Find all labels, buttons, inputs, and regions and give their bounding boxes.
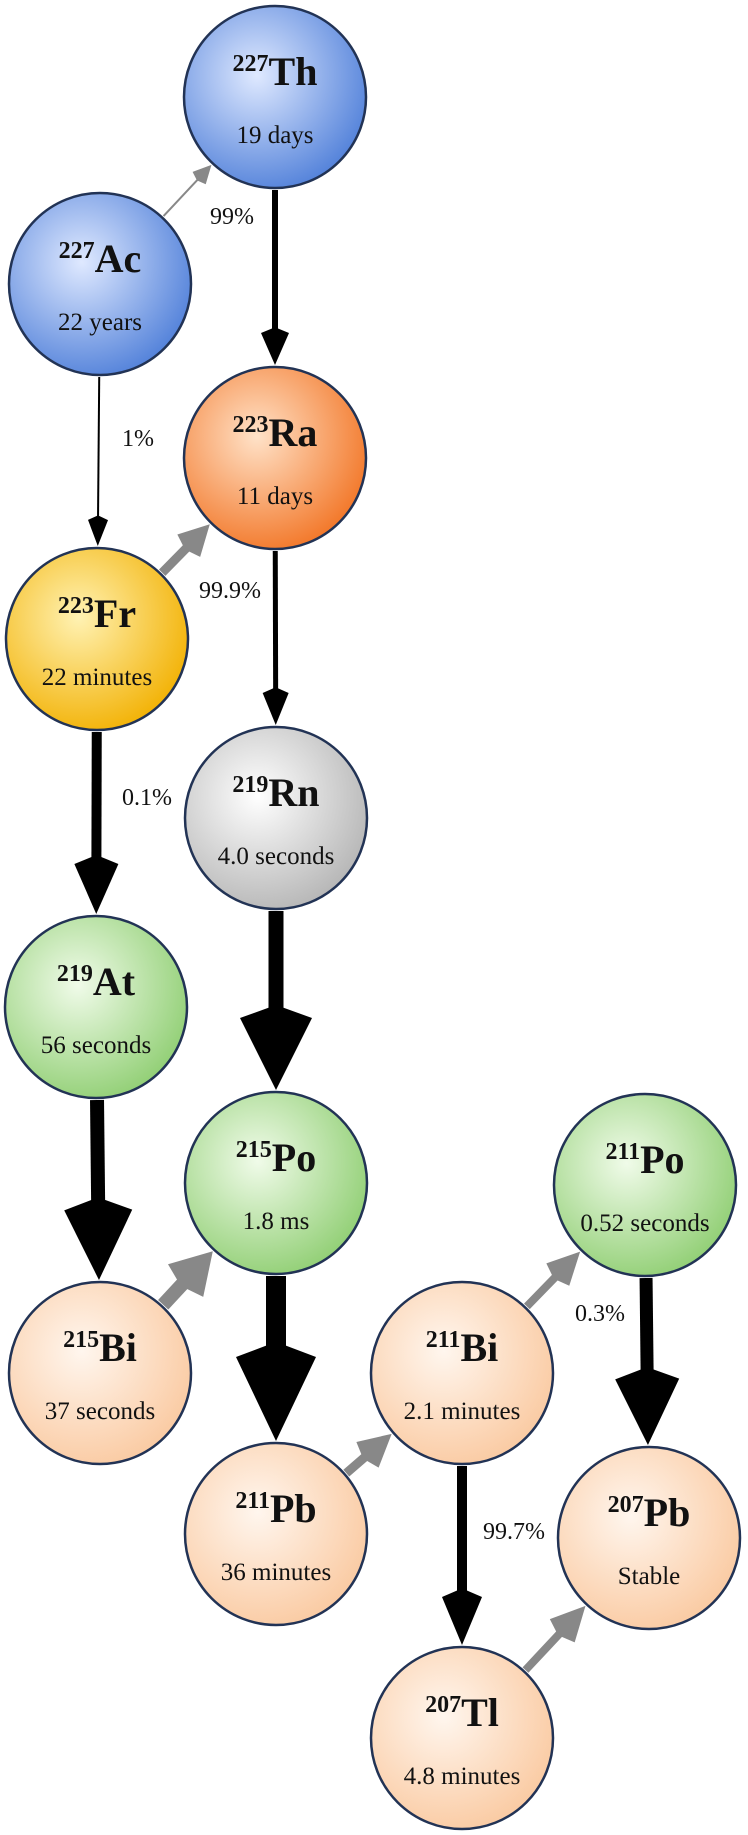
nuclide-symbol: 223Ra [233, 410, 318, 455]
nuclide-symbol: 211Pb [235, 1486, 316, 1531]
nuclide-bi215: 215Bi 37 seconds [7, 1280, 193, 1466]
decay-arrow-ac227-th227 [162, 164, 212, 217]
nuclide-fr223: 223Fr 22 minutes [4, 546, 190, 732]
half-life-label: 0.52 seconds [580, 1210, 709, 1237]
decay-arrow-bi211-tl207 [442, 1466, 482, 1645]
nuclide-symbol: 211Po [605, 1137, 684, 1182]
half-life-label: 22 years [58, 309, 142, 336]
nuclide-circle [182, 4, 368, 190]
nuclide-circle [369, 1280, 555, 1466]
nuclide-bi211: 211Bi 2.1 minutes [369, 1280, 555, 1466]
nuclide-tl207: 207Tl 4.8 minutes [369, 1645, 555, 1831]
half-life-label: 22 minutes [42, 664, 152, 691]
nuclide-rn219: 219Rn 4.0 seconds [183, 725, 369, 911]
nuclide-ac227: 227Ac 22 years [7, 191, 193, 377]
half-life-label: 37 seconds [45, 1398, 155, 1425]
nuclide-at219: 219At 56 seconds [3, 914, 189, 1100]
nuclide-circle [3, 914, 189, 1100]
nuclide-symbol: 227Th [233, 49, 318, 94]
branching-ratio-fr223-ra223: 99.9% [199, 578, 261, 604]
nuclide-symbol: 215Bi [63, 1325, 137, 1370]
decay-arrow-th227-ra223 [261, 190, 289, 365]
half-life-label: 56 seconds [41, 1032, 151, 1059]
decay-arrow-fr223-ra223 [159, 524, 210, 576]
nuclide-symbol: 207Pb [608, 1490, 691, 1535]
nuclide-circle [4, 546, 190, 732]
nuclide-th227: 227Th 19 days [182, 4, 368, 190]
decay-arrows [64, 164, 680, 1673]
nuclide-symbol: 219Rn [232, 770, 319, 815]
branching-ratio-fr223-at219: 0.1% [122, 785, 172, 811]
decay-arrow-pb211-bi211 [343, 1433, 392, 1477]
nuclide-ra223: 223Ra 11 days [182, 365, 368, 551]
half-life-label: 4.0 seconds [218, 843, 335, 870]
branching-ratio-ac227-fr223: 1% [122, 426, 154, 452]
nuclide-circle [183, 1090, 369, 1276]
half-life-label: 36 minutes [221, 1559, 331, 1586]
decay-arrow-bi215-po215 [158, 1251, 213, 1310]
decay-arrow-ra223-rn219 [262, 550, 289, 726]
decay-arrow-rn219-po215 [240, 911, 312, 1090]
nuclide-symbol: 223Fr [58, 591, 136, 636]
nuclide-circle [182, 365, 368, 551]
nuclide-symbol: 219At [57, 959, 136, 1004]
branching-ratio-bi211-tl207: 99.7% [483, 1519, 545, 1545]
decay-arrow-po215-pb211 [236, 1276, 316, 1441]
decay-arrow-bi211-po211 [524, 1251, 581, 1310]
half-life-label: Stable [618, 1563, 681, 1590]
nuclide-symbol: 211Bi [426, 1325, 498, 1370]
half-life-label: 11 days [237, 483, 313, 510]
nuclide-symbol: 227Ac [59, 236, 142, 281]
nuclide-po211: 211Po 0.52 seconds [552, 1092, 738, 1278]
branching-ratio-ac227-th227: 99% [210, 204, 254, 230]
nuclide-circle [183, 725, 369, 911]
nuclide-symbol: 207Tl [425, 1690, 499, 1735]
branching-labels: 99% 1% 99.9% 0.1% 0.3% 99.7% [122, 204, 625, 1545]
branching-ratio-bi211-po211: 0.3% [575, 1301, 625, 1327]
nuclide-circle [7, 191, 193, 377]
nuclide-po215: 215Po 1.8 ms [183, 1090, 369, 1276]
nuclide-pb211: 211Pb 36 minutes [183, 1441, 369, 1627]
decay-arrow-ac227-fr223 [88, 376, 109, 547]
decay-arrow-fr223-at219 [74, 731, 119, 915]
half-life-label: 1.8 ms [243, 1208, 310, 1235]
nuclide-circle [369, 1645, 555, 1831]
nuclide-circle [7, 1280, 193, 1466]
half-life-label: 2.1 minutes [404, 1398, 521, 1425]
nuclide-circle [552, 1092, 738, 1278]
nuclide-symbol: 215Po [236, 1135, 316, 1180]
half-life-label: 19 days [236, 122, 313, 149]
decay-arrow-at219-bi215 [64, 1099, 133, 1281]
nuclide-circle [183, 1441, 369, 1627]
nuclide-circle [556, 1445, 742, 1631]
decay-arrow-po211-pb207 [615, 1277, 680, 1446]
decay-arrow-tl207-pb207 [522, 1605, 586, 1673]
half-life-label: 4.8 minutes [404, 1763, 521, 1790]
